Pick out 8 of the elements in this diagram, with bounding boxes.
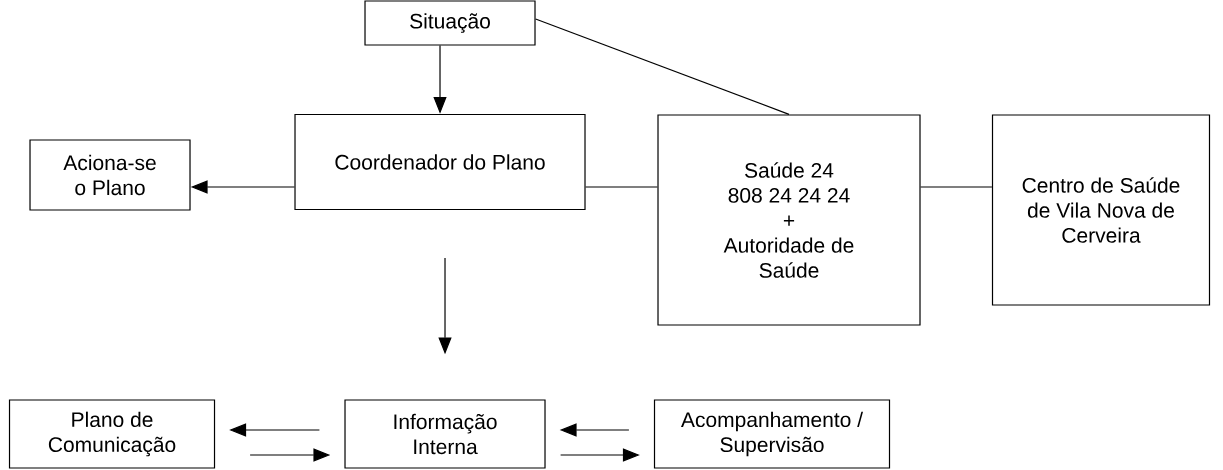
process-box: Saúde 24 808 24 24 24 + Autoridade de Saúde	[657, 114, 921, 326]
process-box: Informação Interna	[344, 399, 546, 469]
process-box: Acompanhamento / Supervisão	[653, 399, 891, 469]
process-box: Situação	[364, 0, 536, 46]
process-box: Plano de Comunicação	[8, 399, 216, 469]
process-box: Aciona-se o Plano	[29, 139, 191, 211]
process-box: Coordenador do Plano	[294, 113, 586, 211]
process-box: Centro de Saúde de Vila Nova de Cerveira	[991, 114, 1211, 306]
